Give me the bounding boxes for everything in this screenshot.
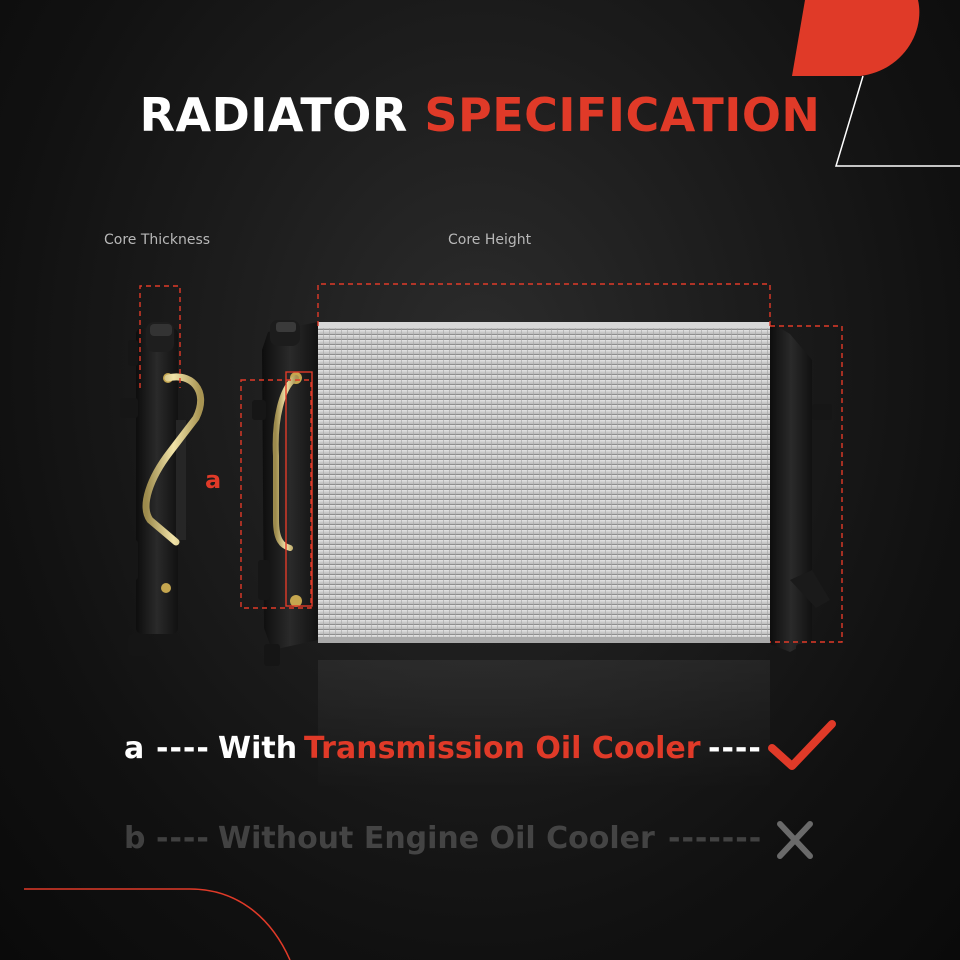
corner-accent-line bbox=[834, 75, 960, 167]
cross-icon bbox=[777, 821, 813, 859]
radiator-side-view bbox=[120, 322, 205, 656]
spec-text-white: With bbox=[218, 731, 298, 766]
corner-accent-shape bbox=[792, 0, 920, 76]
radiator-front-view bbox=[252, 320, 832, 666]
spec-dashes-after: ------- bbox=[668, 821, 763, 856]
spec-dashes-before: ---- bbox=[156, 731, 210, 766]
title-part-radiator: RADIATOR bbox=[139, 88, 408, 142]
spec-dashes-before: ---- bbox=[156, 821, 210, 856]
spec-text-red: Transmission Oil Cooler bbox=[304, 731, 701, 766]
spec-dashes-after: ---- bbox=[708, 731, 762, 766]
core-thickness-guide bbox=[139, 285, 181, 388]
check-icon bbox=[768, 720, 836, 770]
spec-letter: a bbox=[124, 731, 145, 766]
title-part-specification: SPECIFICATION bbox=[424, 88, 821, 142]
spec-letter: b bbox=[124, 821, 146, 856]
corner-arc-line bbox=[24, 888, 291, 960]
spec-text-white: Without Engine Oil Cooler bbox=[218, 821, 655, 856]
core-height-label: Core Height bbox=[448, 232, 532, 248]
core-thickness-label: Core Thickness bbox=[104, 232, 211, 248]
oil-cooler-pipe-highlight bbox=[285, 371, 313, 607]
page-title: RADIATOR SPECIFICATION bbox=[0, 88, 960, 142]
core-width-guide bbox=[770, 325, 843, 643]
core-height-guide bbox=[317, 283, 771, 326]
radiator-reflection bbox=[318, 660, 770, 790]
oil-cooler-marker-label: a bbox=[205, 466, 222, 494]
dimension-guides bbox=[139, 283, 843, 643]
oil-cooler-a-guide bbox=[240, 379, 312, 609]
